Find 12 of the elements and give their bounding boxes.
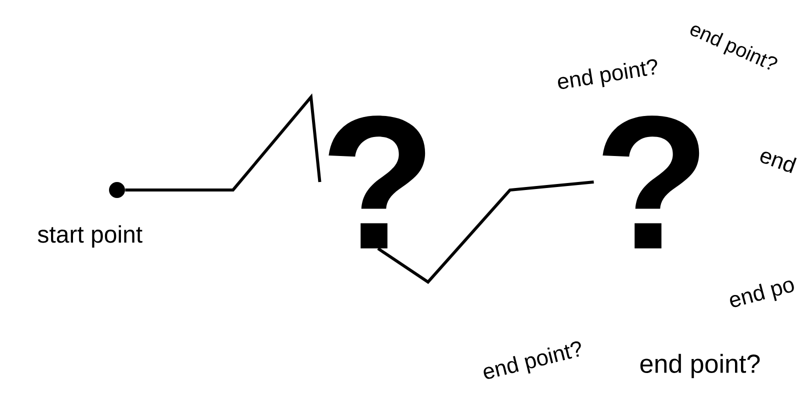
end-point-label: end point? — [484, 341, 581, 379]
path-line — [377, 180, 594, 284]
end-point-label: end point? — [690, 26, 778, 70]
end-point-label: end po — [730, 280, 794, 308]
question-mark: ? — [328, 116, 426, 248]
end-point-label: end — [760, 152, 797, 174]
end-point-label: end point? — [558, 59, 658, 89]
end-point-label: end point? — [640, 354, 760, 378]
start-dot — [109, 182, 125, 198]
path-line — [125, 93, 322, 192]
point-label: start point — [38, 225, 142, 248]
question-mark: ? — [602, 116, 700, 248]
